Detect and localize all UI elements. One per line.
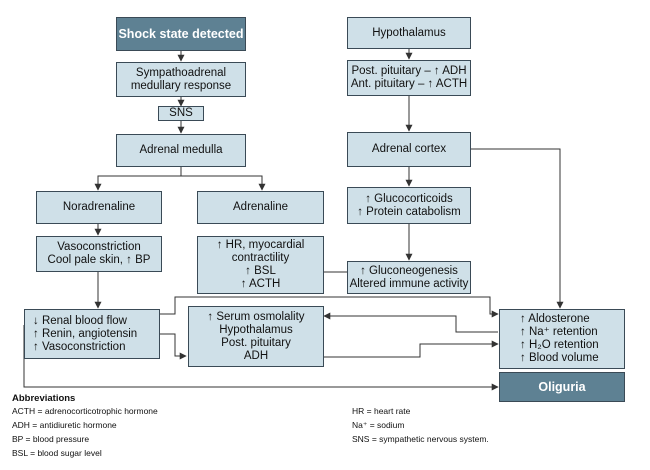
oliguria-box: Oliguria [499,372,625,402]
serum-line-3: Post. pituitary [221,336,291,349]
renal-blood-flow-box: ↓ Renal blood flow ↑ Renin, angiotensin … [24,309,160,359]
abbr-acth: ACTH = adrenocorticotrophic hormone [12,406,158,416]
gluconeogenesis-line-1: ↑ Gluconeogenesis [360,264,458,277]
sns-box: SNS [158,106,204,121]
adrenal-medulla-text: Adrenal medulla [139,144,223,156]
adrenaline-box: Adrenaline [197,191,324,224]
gluconeogenesis-box: ↑ Gluconeogenesis Altered immune activit… [347,261,471,294]
sympathoadrenal-line-2: medullary response [130,79,232,92]
arrow-renal-aldosterone [160,296,499,318]
abbr-adh: ADH = antidiuretic hormone [12,420,117,430]
sympathoadrenal-box: Sympathoadrenal medullary response [116,62,246,97]
hypothalamus-text: Hypothalamus [372,26,446,39]
abbr-hr: HR = heart rate [352,406,411,416]
arrow-adh-water [324,340,499,358]
noradrenaline-text: Noradrenaline [62,201,136,213]
adrenal-cortex-box: Adrenal cortex [347,132,471,167]
serum-line-2: Hypothalamus [219,323,293,336]
glucocorticoids-line-2: ↑ Protein catabolism [357,205,461,218]
pituitary-line-2: Ant. pituitary – ↑ ACTH [350,78,468,90]
sns-text: SNS [169,107,193,119]
arrow-medulla-noradrenaline [94,167,182,191]
aldosterone-line-3: ↑ H₂O retention [520,339,599,351]
renal-line-1: ↓ Renal blood flow [33,314,127,327]
aldosterone-line-1: ↑ Aldosterone [520,313,590,325]
pituitary-box: Post. pituitary – ↑ ADH Ant. pituitary –… [347,60,471,96]
abbr-sodium: Na⁺ = sodium [352,420,405,430]
shock-state-text: Shock state detected [118,26,244,41]
shock-state-box: Shock state detected [116,17,246,51]
glucocorticoids-box: ↑ Glucocorticoids ↑ Protein catabolism [347,187,471,224]
vasoconstriction-box: Vasoconstriction Cool pale skin, ↑ BP [36,236,162,272]
serum-line-4: ADH [243,349,269,362]
gluconeogenesis-line-2: Altered immune activity [349,277,469,290]
noradrenaline-box: Noradrenaline [36,191,162,224]
adrenal-medulla-box: Adrenal medulla [116,134,246,167]
arrow-sodium-serum [323,312,498,333]
heart-rate-line-2: contractility [231,252,290,264]
abbreviations-title: Abbreviations [12,393,76,404]
serum-osmolality-box: ↑ Serum osmolality Hypothalamus Post. pi… [188,306,324,367]
adrenaline-text: Adrenaline [233,201,288,213]
aldosterone-line-4: ↑ Blood volume [520,352,599,364]
sympathoadrenal-line-1: Sympathoadrenal [135,66,227,79]
pituitary-line-1: Post. pituitary – ↑ ADH [351,65,467,77]
oliguria-text: Oliguria [538,379,586,394]
heart-rate-line-1: ↑ HR, myocardial [216,239,305,251]
acth-line: ↑ ACTH [240,278,281,290]
abbr-sns: SNS = sympathetic nervous system. [352,434,489,444]
abbr-bsl: BSL = blood sugar level [12,448,102,458]
aldosterone-box: ↑ Aldosterone ↑ Na⁺ retention ↑ H₂O rete… [499,309,625,369]
aldosterone-line-2: ↑ Na⁺ retention [520,326,598,338]
vasoconstriction-line-2: Cool pale skin, ↑ BP [47,254,151,266]
hypothalamus-box: Hypothalamus [347,17,471,49]
abbr-bp: BP = blood pressure [12,434,90,444]
arrow-cortex-aldosterone [471,148,564,309]
glucocorticoids-line-1: ↑ Glucocorticoids [365,192,453,205]
renal-line-2: ↑ Renin, angiotensin [33,327,138,340]
arrow-medulla-adrenaline [181,175,266,191]
adrenal-cortex-text: Adrenal cortex [371,143,447,155]
heart-rate-box: ↑ HR, myocardial contractility ↑ BSL ↑ A… [197,236,324,294]
vasoconstriction-line-1: Vasoconstriction [57,241,141,253]
serum-line-1: ↑ Serum osmolality [207,310,305,323]
bsl-line: ↑ BSL [245,265,276,277]
renal-line-3: ↑ Vasoconstriction [33,340,126,353]
arrow-renal-adh [160,333,187,360]
